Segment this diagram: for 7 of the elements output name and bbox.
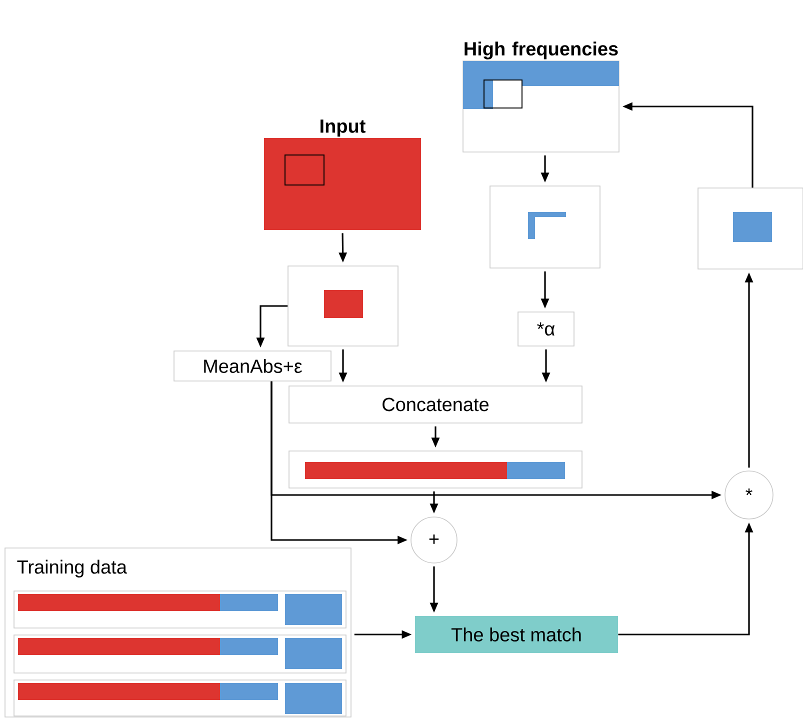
heading: Input — [320, 120, 366, 137]
heading: High frequencies — [464, 42, 618, 60]
heading: Training data — [17, 560, 127, 578]
result-box: The best match — [415, 616, 618, 653]
process-box: MeanAbs+ε — [174, 350, 332, 382]
process-box: *α — [518, 312, 574, 346]
process-box: Concatenate — [288, 386, 582, 424]
